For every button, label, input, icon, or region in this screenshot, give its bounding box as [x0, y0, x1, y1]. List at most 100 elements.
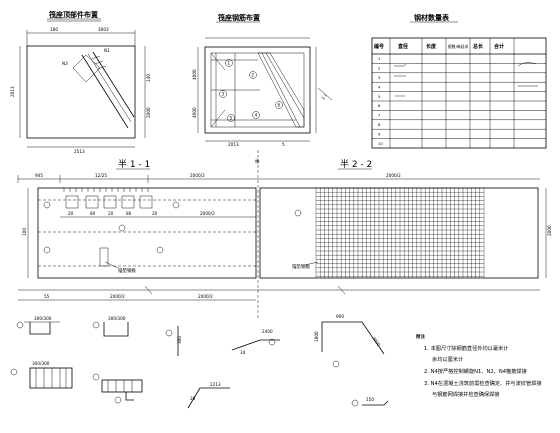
dim-label: 300/300 [108, 316, 126, 321]
dim-label: 140 [146, 74, 151, 82]
anchor-box [65, 195, 79, 209]
dim-3000: 3000 [371, 336, 381, 348]
dim-sec-total: 2000/2 [386, 173, 401, 178]
dim-label: 2213 [210, 382, 221, 387]
marker-circle [114, 396, 122, 404]
anchor-boxes [65, 195, 153, 209]
rebar-plate [101, 379, 143, 393]
dim-label: 20 [68, 211, 74, 216]
notes: 附注 1. 本图尺寸除钢筋直径外均以毫米计 余均以厘米计 2. N4按严格控制螺… [416, 333, 542, 398]
marker-label: 4 [255, 113, 258, 118]
table-sketch [394, 63, 407, 67]
section-title-2: 半 2 - 2 [340, 158, 372, 170]
dim-bottom-seg3: 2000/2 [198, 294, 213, 299]
dim-label: 80 [126, 211, 132, 216]
rebar-shape [362, 400, 389, 406]
plan-left: 180 3003 2013 2513 140 2000 N3 N1 [10, 27, 151, 154]
table-row-id: 6 [378, 103, 381, 108]
plan-left-diag1 [81, 54, 129, 129]
dim-bottom-seg2: 2000/2 [110, 294, 125, 299]
notes-title: 附注 [416, 333, 425, 340]
marker-label: 2 [252, 73, 255, 78]
callout: N1 [104, 48, 110, 53]
detail-4: 300/300 [10, 361, 73, 389]
plan-left-diag-mid [87, 53, 132, 123]
dim-bottom-seg1: 55 [44, 294, 50, 299]
table-header: 直径 [398, 43, 408, 50]
table-header: 根数/每延米 [448, 44, 468, 49]
marker-circle [219, 90, 227, 98]
anchor-box [121, 195, 135, 209]
dim-mid-h1: 4000 [192, 69, 197, 80]
title-top-left: 筏座顶部件布置 [49, 10, 98, 19]
plan-mid-band-line [265, 52, 305, 119]
dim-1800: 1800 [314, 331, 319, 342]
dim-label: 150 [366, 397, 374, 402]
dim-label: 2000 [547, 225, 552, 236]
marker-circle [165, 329, 173, 337]
plan-left-hatch3 [97, 65, 107, 70]
callout: 2 / [321, 93, 328, 101]
dim-label: 300 [177, 336, 182, 344]
table-row-id: 7 [378, 113, 381, 118]
marker-circle [92, 373, 100, 381]
dim-vertical-h: 100 [22, 228, 27, 236]
table-header: 合计 [493, 43, 504, 50]
detail-1: 300/300 [16, 316, 60, 335]
plan-mid-outline [204, 46, 311, 134]
marker-circle [10, 368, 18, 376]
dim-d34: 34 [240, 350, 246, 355]
detail-trapezoid: 900 1800 3000 [314, 314, 385, 368]
plan-left-hatch1 [91, 55, 101, 60]
detail-flat: 150 [351, 397, 389, 407]
rebar-shape [321, 321, 385, 355]
marker-circle [294, 209, 302, 217]
dim-label: 80 [90, 211, 96, 216]
rebar-corner [210, 52, 226, 71]
marker-circle [16, 321, 24, 329]
table-row-id: 4 [378, 84, 381, 89]
section-title-1: 半 1 - 1 [118, 158, 150, 170]
plan-left-block [72, 54, 101, 83]
marker-circle [172, 201, 180, 209]
marker-label: 5 [230, 116, 233, 121]
table-row-id: 5 [378, 94, 381, 99]
note-1b: 余均以厘米计 [432, 355, 463, 363]
table-sketch [517, 62, 537, 67]
section-1-slab [37, 187, 257, 279]
detail-5 [92, 373, 143, 393]
marker-circle [252, 111, 260, 119]
dim-label: 20 [108, 211, 114, 216]
marker-circle [275, 101, 283, 109]
leader [304, 261, 319, 266]
dim-label: 180 [50, 27, 58, 32]
marker-circle [92, 321, 100, 329]
detail-hook: 2213 20 [187, 382, 230, 409]
marker-circle [268, 338, 276, 346]
dim-sec-inner: 2000/2 [200, 211, 215, 216]
break-mark [144, 285, 153, 295]
dim-left-w: 2513 [74, 149, 85, 154]
plan-left-outline [26, 45, 136, 139]
marker-label: 6 [278, 103, 281, 108]
rebar-plate [29, 367, 73, 389]
marker-circle [156, 246, 164, 254]
anchor-box [85, 195, 99, 209]
table-row-id: 2 [378, 66, 381, 71]
marker-circle [249, 71, 257, 79]
marker-circle [227, 114, 235, 122]
detail-6 [114, 392, 134, 404]
table-header: 长度 [426, 43, 437, 50]
plan-left-diag2 [92, 51, 135, 118]
plan-left-hatch2 [94, 60, 104, 65]
dim-label: 300/300 [34, 316, 52, 321]
table-row-id: 3 [378, 75, 381, 80]
dim-2400: 2400 [262, 329, 273, 334]
dim-label: 20 [190, 396, 196, 401]
dim-sec-left2: 12/25 [95, 173, 107, 178]
detail-3: 300 [165, 326, 182, 356]
plan-mid-band [257, 52, 305, 128]
dim-left-h: 2013 [10, 86, 15, 97]
